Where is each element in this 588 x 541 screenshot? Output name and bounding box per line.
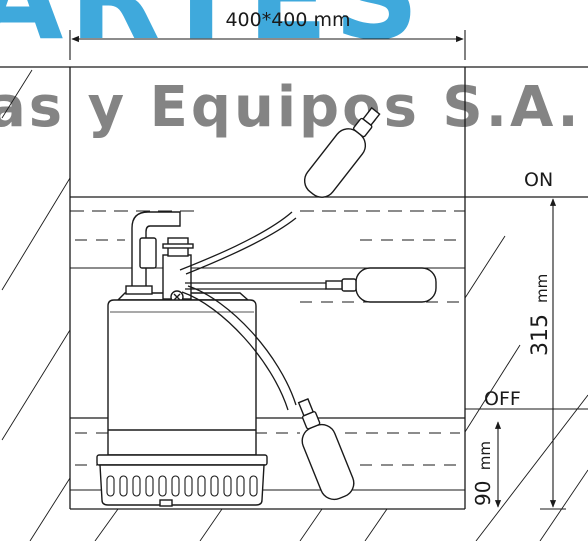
pump-body [107,299,257,456]
discharge-pipe [131,211,181,301]
ground-hatching [1,69,588,541]
on-label: ON [524,169,553,191]
watermark-tagline: as y Equipos S.A. de C [0,75,588,140]
off-level-value: 90 [471,481,495,506]
watermark: ARTES as y Equipos S.A. de C [0,0,588,140]
submersible-pump [96,211,268,507]
watermark-letters: ARTES [0,0,425,66]
float-switch-off [297,398,355,501]
float-switches [297,106,437,501]
off-height-label: 90 mm [471,441,495,506]
cable-lower-float [187,285,297,406]
on-height-label: 315 mm [528,274,553,356]
width-dimension [69,30,466,60]
strainer [99,464,265,506]
width-label: 400*400 mm [225,9,350,31]
pipe-coupling [139,237,157,269]
float-cables [179,211,326,411]
off-level-unit: mm [476,441,494,470]
on-level-value: 315 [528,314,553,356]
svg-text:315 mm: 315 mm [528,274,553,356]
float-switch-middle [325,267,437,303]
cable-upper-float [179,211,293,271]
svg-text:90 mm: 90 mm [471,441,495,506]
float-switch-on [303,106,381,198]
on-height-dimension [540,198,566,510]
tank [0,66,588,510]
off-label: OFF [484,388,521,410]
pump-base [96,454,268,466]
strainer-slots [106,475,258,497]
on-level-unit: mm [533,274,551,303]
